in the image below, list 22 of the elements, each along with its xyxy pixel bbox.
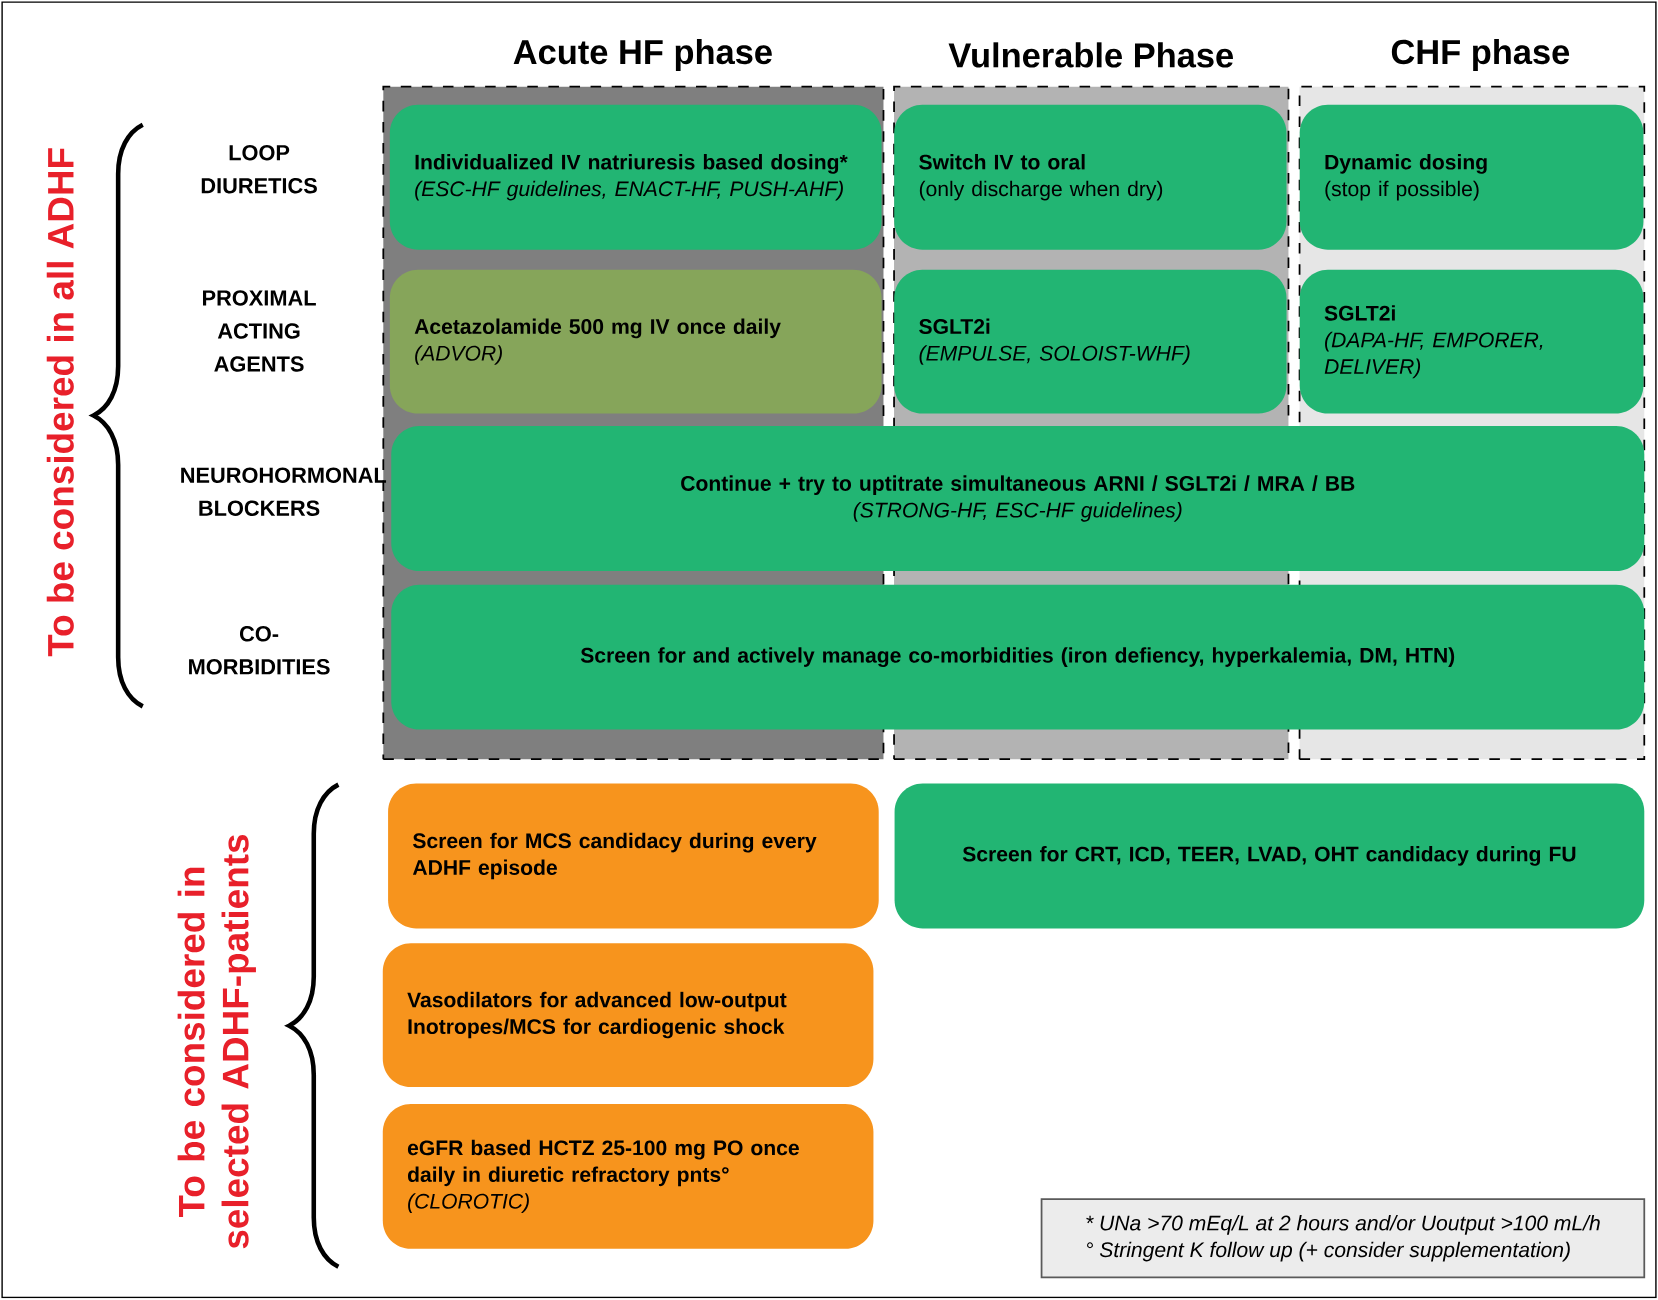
- row-label: NEUROHORMONAL BLOCKERS: [181, 467, 387, 517]
- treatment-box: SGLT2i (EMPULSE, SOLOIST-WHF): [894, 270, 1287, 414]
- treatment-box: eGFR based HCTZ 25-100 mg PO once daily in diuretic refractory pnts° (CLOROTIC): [382, 1104, 874, 1250]
- treatment-box: Acetazolamide 500 mg IV once daily (ADVOR): [389, 270, 882, 414]
- treatment-box: Individualized IV natriuresis based dosing* (ESC-HF guidelines, ENACT-HF, PUSH-AHF): [389, 105, 882, 250]
- treatment-box: Screen for and actively manage co-morbidities (iron defiency, hyperkalemia, DM, HTN): [391, 584, 1645, 730]
- group-label: To be considered in all ADHF: [46, 148, 74, 657]
- row-label: LOOP DIURETICS: [201, 145, 317, 194]
- row-label: CO-MORBIDITIES: [189, 626, 330, 675]
- group-label: To be considered in selected ADHF-patients: [177, 835, 256, 1249]
- node-label: CHF phase: [1391, 39, 1570, 72]
- row-label: PROXIMAL ACTING AGENTS: [203, 290, 316, 372]
- treatment-box: Continue + try to uptitrate simultaneous ARNI / SGLT2i / MRA / BB (STRONG-HF, ESC-HF guidelines): [391, 426, 1645, 572]
- treatment-box: Screen for CRT, ICD, TEER, LVAD, OHT candidacy during FU: [894, 783, 1645, 929]
- node-label: Vulnerable Phase: [948, 42, 1233, 68]
- treatment-box: SGLT2i (DAPA-HF, EMPORER, DELIVER): [1299, 270, 1644, 414]
- footnote-box: * UNa >70 mEq/L at 2 hours and/or Uoutput >100 mL/h ° Stringent K follow up (+ consider supplementation): [1040, 1198, 1646, 1279]
- treatment-box: Switch IV to oral (only discharge when dry): [894, 105, 1287, 250]
- node-label: Acute HF phase: [513, 39, 772, 72]
- treatment-box: Vasodilators for advanced low-output Inotropes/MCS for cardiogenic shock: [382, 943, 874, 1088]
- treatment-box: Screen for MCS candidacy during every ADHF episode: [388, 783, 879, 929]
- treatment-box: Dynamic dosing (stop if possible): [1299, 105, 1644, 250]
